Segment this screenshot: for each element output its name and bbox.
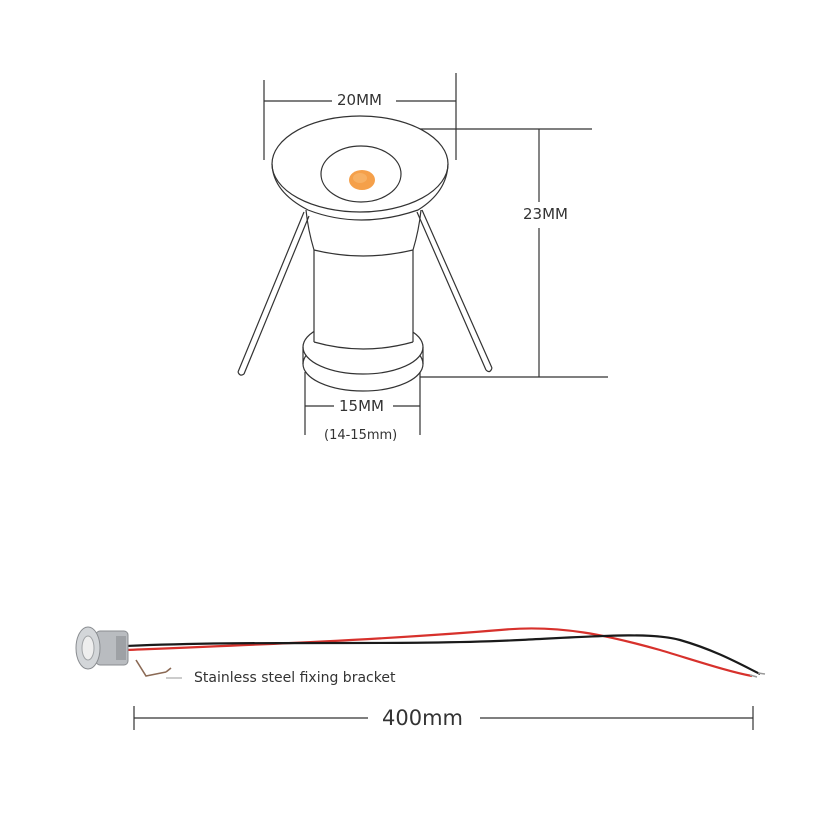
body-outline [313, 250, 414, 350]
wire-black-tip [757, 672, 766, 675]
cable-length-label: 400mm [376, 708, 469, 729]
spring-clip-left [237, 211, 310, 376]
base-width-label: 15MM [336, 399, 387, 414]
wire-red-tip [749, 674, 758, 678]
body-neck [305, 209, 422, 257]
wire-black [125, 634, 761, 675]
spring-clip-right [416, 209, 493, 373]
base-flange-side [302, 347, 424, 364]
fixture-photo [75, 626, 129, 670]
top-flange-edge [271, 163, 449, 221]
fixing-bracket [135, 659, 172, 677]
top-width-label: 20MM [334, 93, 385, 108]
body-cylinder [314, 238, 413, 348]
base-range-label: (14-15mm) [324, 428, 398, 443]
height-label: 23MM [520, 207, 571, 222]
wire-red [125, 627, 753, 678]
led-chip-highlight [353, 173, 367, 183]
bracket-label: Stainless steel fixing bracket [194, 670, 396, 686]
